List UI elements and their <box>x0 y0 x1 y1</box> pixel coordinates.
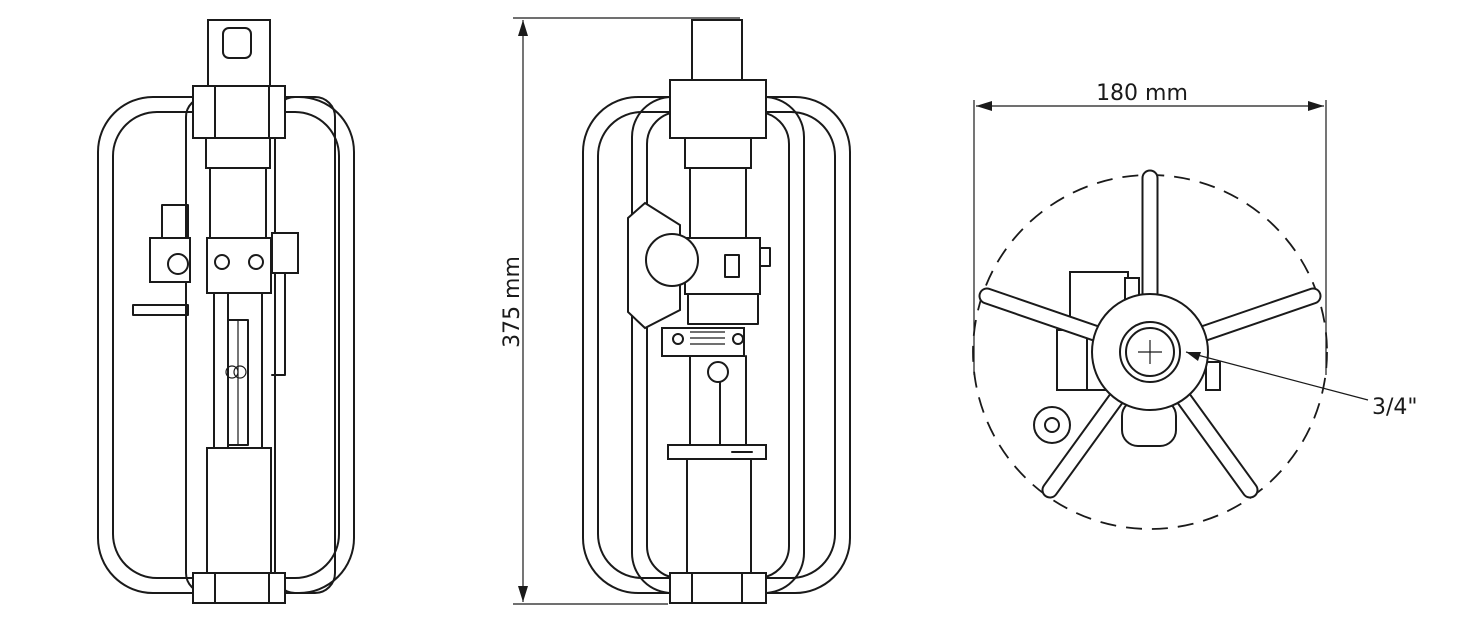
connection-label: 3/4" <box>1372 395 1418 420</box>
top-view: 3/4" <box>972 169 1418 530</box>
width-label: 180 mm <box>1096 81 1188 106</box>
width-dimension: 180 mm <box>973 81 1327 375</box>
front-view <box>582 19 851 604</box>
height-label: 375 mm <box>500 256 525 348</box>
height-dimension: 375 mm <box>500 17 740 605</box>
side-view <box>97 19 355 604</box>
